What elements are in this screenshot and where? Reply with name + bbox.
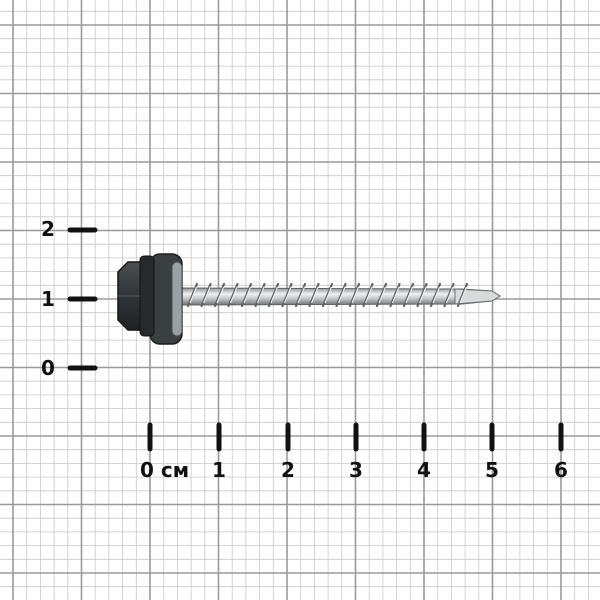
screw-thread — [308, 282, 320, 308]
screw-thread — [240, 282, 253, 308]
screw-thread — [281, 282, 293, 308]
screw-thread — [375, 282, 388, 308]
x-label-3: 3 — [349, 458, 363, 482]
x-label-6: 6 — [554, 458, 568, 482]
screw-threads — [186, 282, 469, 308]
screw-thread-highlight — [311, 286, 319, 304]
screw-thread — [362, 282, 374, 308]
y-label-1: 1 — [41, 287, 55, 311]
screw-thread-highlight — [365, 286, 373, 304]
screw-thread — [267, 282, 280, 308]
screw-thread-highlight — [297, 286, 305, 304]
screw-thread-highlight — [459, 286, 467, 304]
screw-drill-tip — [454, 288, 501, 305]
screw-thread — [456, 282, 469, 308]
screw-thread — [186, 282, 199, 308]
screw-thread-highlight — [270, 286, 278, 304]
screw-head-flange — [139, 255, 155, 337]
screw-thread-highlight — [243, 286, 251, 304]
screw-thread-highlight — [189, 286, 197, 304]
x-label-0: 0 см — [140, 458, 190, 482]
screw-thread — [443, 282, 455, 308]
screw-thread-highlight — [405, 286, 413, 304]
x-label-5: 5 — [485, 458, 499, 482]
screw-thread — [416, 282, 428, 308]
screw-thread-highlight — [432, 286, 440, 304]
screw-thread-highlight — [284, 286, 292, 304]
screw-thread — [335, 282, 347, 308]
screw-thread — [294, 282, 307, 308]
screw-thread — [254, 282, 266, 308]
screw-thread-highlight — [203, 286, 211, 304]
screw-thread-highlight — [351, 286, 359, 304]
screw-thread — [213, 282, 226, 308]
x-label-4: 4 — [417, 458, 431, 482]
screw-thread-highlight — [338, 286, 346, 304]
screw-thread-highlight — [216, 286, 224, 304]
x-scale-ticks — [147, 422, 564, 452]
screw-thread-highlight — [392, 286, 400, 304]
screw-thread-highlight — [378, 286, 386, 304]
y-label-2: 2 — [41, 217, 55, 241]
x-label-1: 1 — [212, 458, 226, 482]
screw-thread — [227, 282, 239, 308]
screw-thread-highlight — [230, 286, 238, 304]
y-label-0: 0 — [41, 356, 55, 380]
screw-thread-highlight — [257, 286, 265, 304]
screw-thread — [348, 282, 361, 308]
screw-thread — [389, 282, 401, 308]
screw-thread — [200, 282, 212, 308]
screw-thread-highlight — [446, 286, 454, 304]
screw-thread — [429, 282, 442, 308]
screw-thread — [402, 282, 415, 308]
x-label-2: 2 — [281, 458, 295, 482]
screw-washer-ring — [171, 261, 183, 337]
screw-thread-highlight — [419, 286, 427, 304]
screw-thread-highlight — [324, 286, 332, 304]
y-scale-ticks — [67, 227, 98, 371]
screw — [117, 253, 501, 345]
screw-thread — [321, 282, 334, 308]
